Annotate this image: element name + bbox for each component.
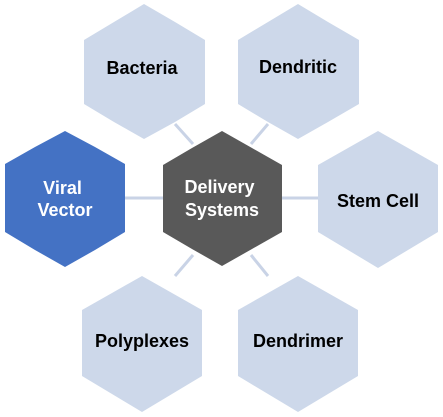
polyplexes-label: Polyplexes: [95, 331, 189, 351]
connector-dendritic: [249, 123, 270, 145]
polyplexes-hexagon: [82, 276, 202, 412]
node-polyplexes: Polyplexes: [82, 276, 202, 412]
dendrimer-label: Dendrimer: [253, 331, 343, 351]
connectors: [124, 122, 318, 277]
viral-vector-label: Viral Vector: [37, 178, 92, 220]
bacteria-label: Bacteria: [106, 58, 178, 78]
node-delivery-systems: Delivery Systems: [163, 131, 282, 266]
dendritic-label: Dendritic: [259, 57, 337, 77]
stem-cell-hexagon: [318, 131, 438, 268]
connector-polyplexes: [173, 254, 195, 277]
dendrimer-hexagon: [238, 276, 358, 412]
node-stem-cell: Stem Cell: [318, 131, 438, 268]
stem-cell-label: Stem Cell: [337, 191, 419, 211]
viral-vector-label-line1: Viral: [43, 178, 82, 198]
viral-vector-label-line2: Vector: [37, 200, 92, 220]
connector-bacteria: [173, 122, 195, 146]
node-bacteria: Bacteria: [84, 4, 205, 139]
delivery-systems-label-line2: Systems: [185, 200, 259, 220]
connector-dendrimer: [249, 254, 270, 277]
viral-vector-hexagon: [5, 131, 125, 267]
delivery-systems-hexagon: [163, 131, 282, 266]
dendritic-hexagon: [238, 4, 359, 139]
delivery-systems-label-line1: Delivery: [184, 177, 254, 197]
bacteria-hexagon: [84, 4, 205, 139]
node-dendritic: Dendritic: [238, 4, 359, 139]
node-viral-vector: Viral Vector: [5, 131, 125, 267]
delivery-systems-label: Delivery Systems: [184, 177, 259, 220]
node-dendrimer: Dendrimer: [238, 276, 358, 412]
